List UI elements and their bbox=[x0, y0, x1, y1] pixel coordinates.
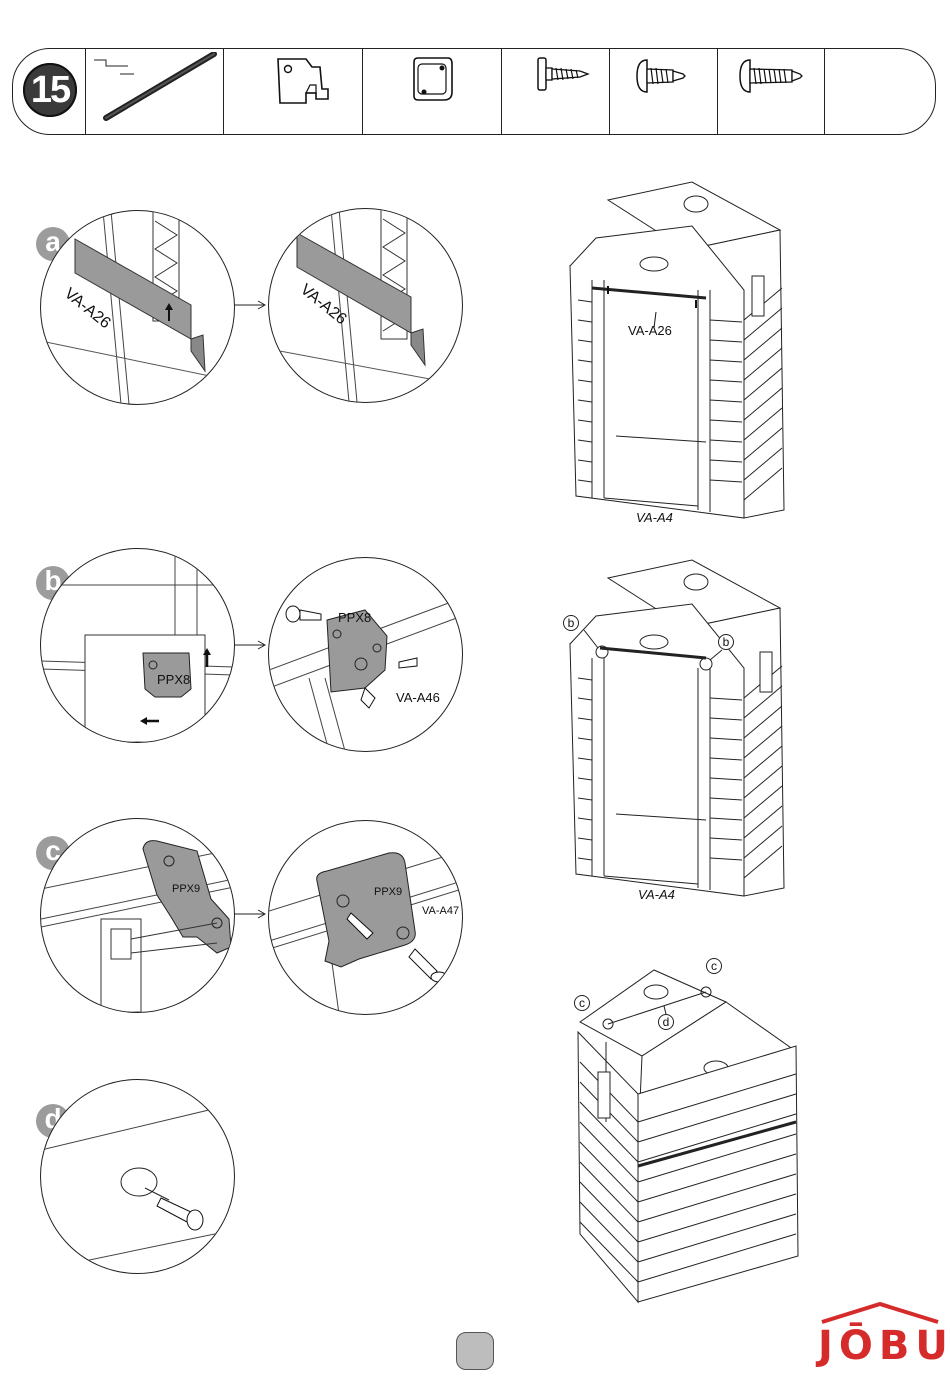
zoom-b-after bbox=[268, 557, 463, 752]
parts-divider bbox=[717, 49, 718, 134]
ppx9-bracket-icon bbox=[408, 56, 458, 106]
part-label-ppx9: PPX9 bbox=[172, 883, 200, 895]
part-label-va-a47: VA-A47 bbox=[422, 905, 459, 917]
short-screw-icon bbox=[633, 58, 689, 94]
long-screw-icon bbox=[736, 58, 806, 94]
bracket-detail-drawing bbox=[269, 821, 462, 1014]
shed-view-3-drawing bbox=[570, 962, 806, 1308]
parts-divider bbox=[609, 49, 610, 134]
arrow-right-icon bbox=[234, 300, 268, 310]
callout-c-left: c bbox=[574, 995, 590, 1011]
bracket-detail-drawing bbox=[41, 819, 234, 1012]
brand-logo: JŌBU bbox=[818, 1323, 950, 1369]
callout-d-center: d bbox=[658, 1014, 674, 1030]
part-label-ppx9: PPX9 bbox=[374, 886, 402, 898]
bracket-detail-drawing bbox=[269, 558, 462, 751]
part-label-va-a4: VA-A4 bbox=[636, 510, 673, 525]
rail-detail-drawing bbox=[269, 209, 462, 402]
parts-divider bbox=[85, 49, 86, 134]
part-label-va-a46: VA-A46 bbox=[396, 690, 440, 705]
parts-divider bbox=[223, 49, 224, 134]
part-label-va-a4: VA-A4 bbox=[638, 887, 675, 902]
callout-b-right: b bbox=[718, 634, 734, 650]
zoom-b-before bbox=[40, 548, 235, 743]
part-label-ppx8: PPX8 bbox=[338, 610, 371, 625]
zoom-a-before bbox=[40, 210, 235, 405]
arrow-right-icon bbox=[234, 909, 268, 919]
ppx8-bracket-icon bbox=[270, 55, 334, 111]
zoom-c-before bbox=[40, 818, 235, 1013]
washer-screw-icon bbox=[530, 56, 594, 96]
zoom-a-after bbox=[268, 208, 463, 403]
page-number-badge bbox=[456, 1332, 494, 1370]
callout-b-left: b bbox=[563, 615, 579, 631]
parts-divider bbox=[824, 49, 825, 134]
bracket-detail-drawing bbox=[41, 549, 234, 742]
shed-view-2-drawing bbox=[556, 558, 792, 898]
zoom-c-after bbox=[268, 820, 463, 1015]
parts-divider bbox=[501, 49, 502, 134]
shed-view-1-drawing bbox=[556, 180, 792, 520]
part-label-va-a26: VA-A26 bbox=[628, 323, 672, 338]
callout-c-right: c bbox=[706, 958, 722, 974]
part-label-ppx8: PPX8 bbox=[157, 672, 190, 687]
arrow-right-icon bbox=[234, 640, 268, 650]
roof-screw-drawing bbox=[41, 1080, 234, 1273]
parts-divider bbox=[362, 49, 363, 134]
zoom-d bbox=[40, 1079, 235, 1274]
rod-icon bbox=[90, 52, 220, 130]
step-number-badge: 15 bbox=[23, 63, 77, 117]
